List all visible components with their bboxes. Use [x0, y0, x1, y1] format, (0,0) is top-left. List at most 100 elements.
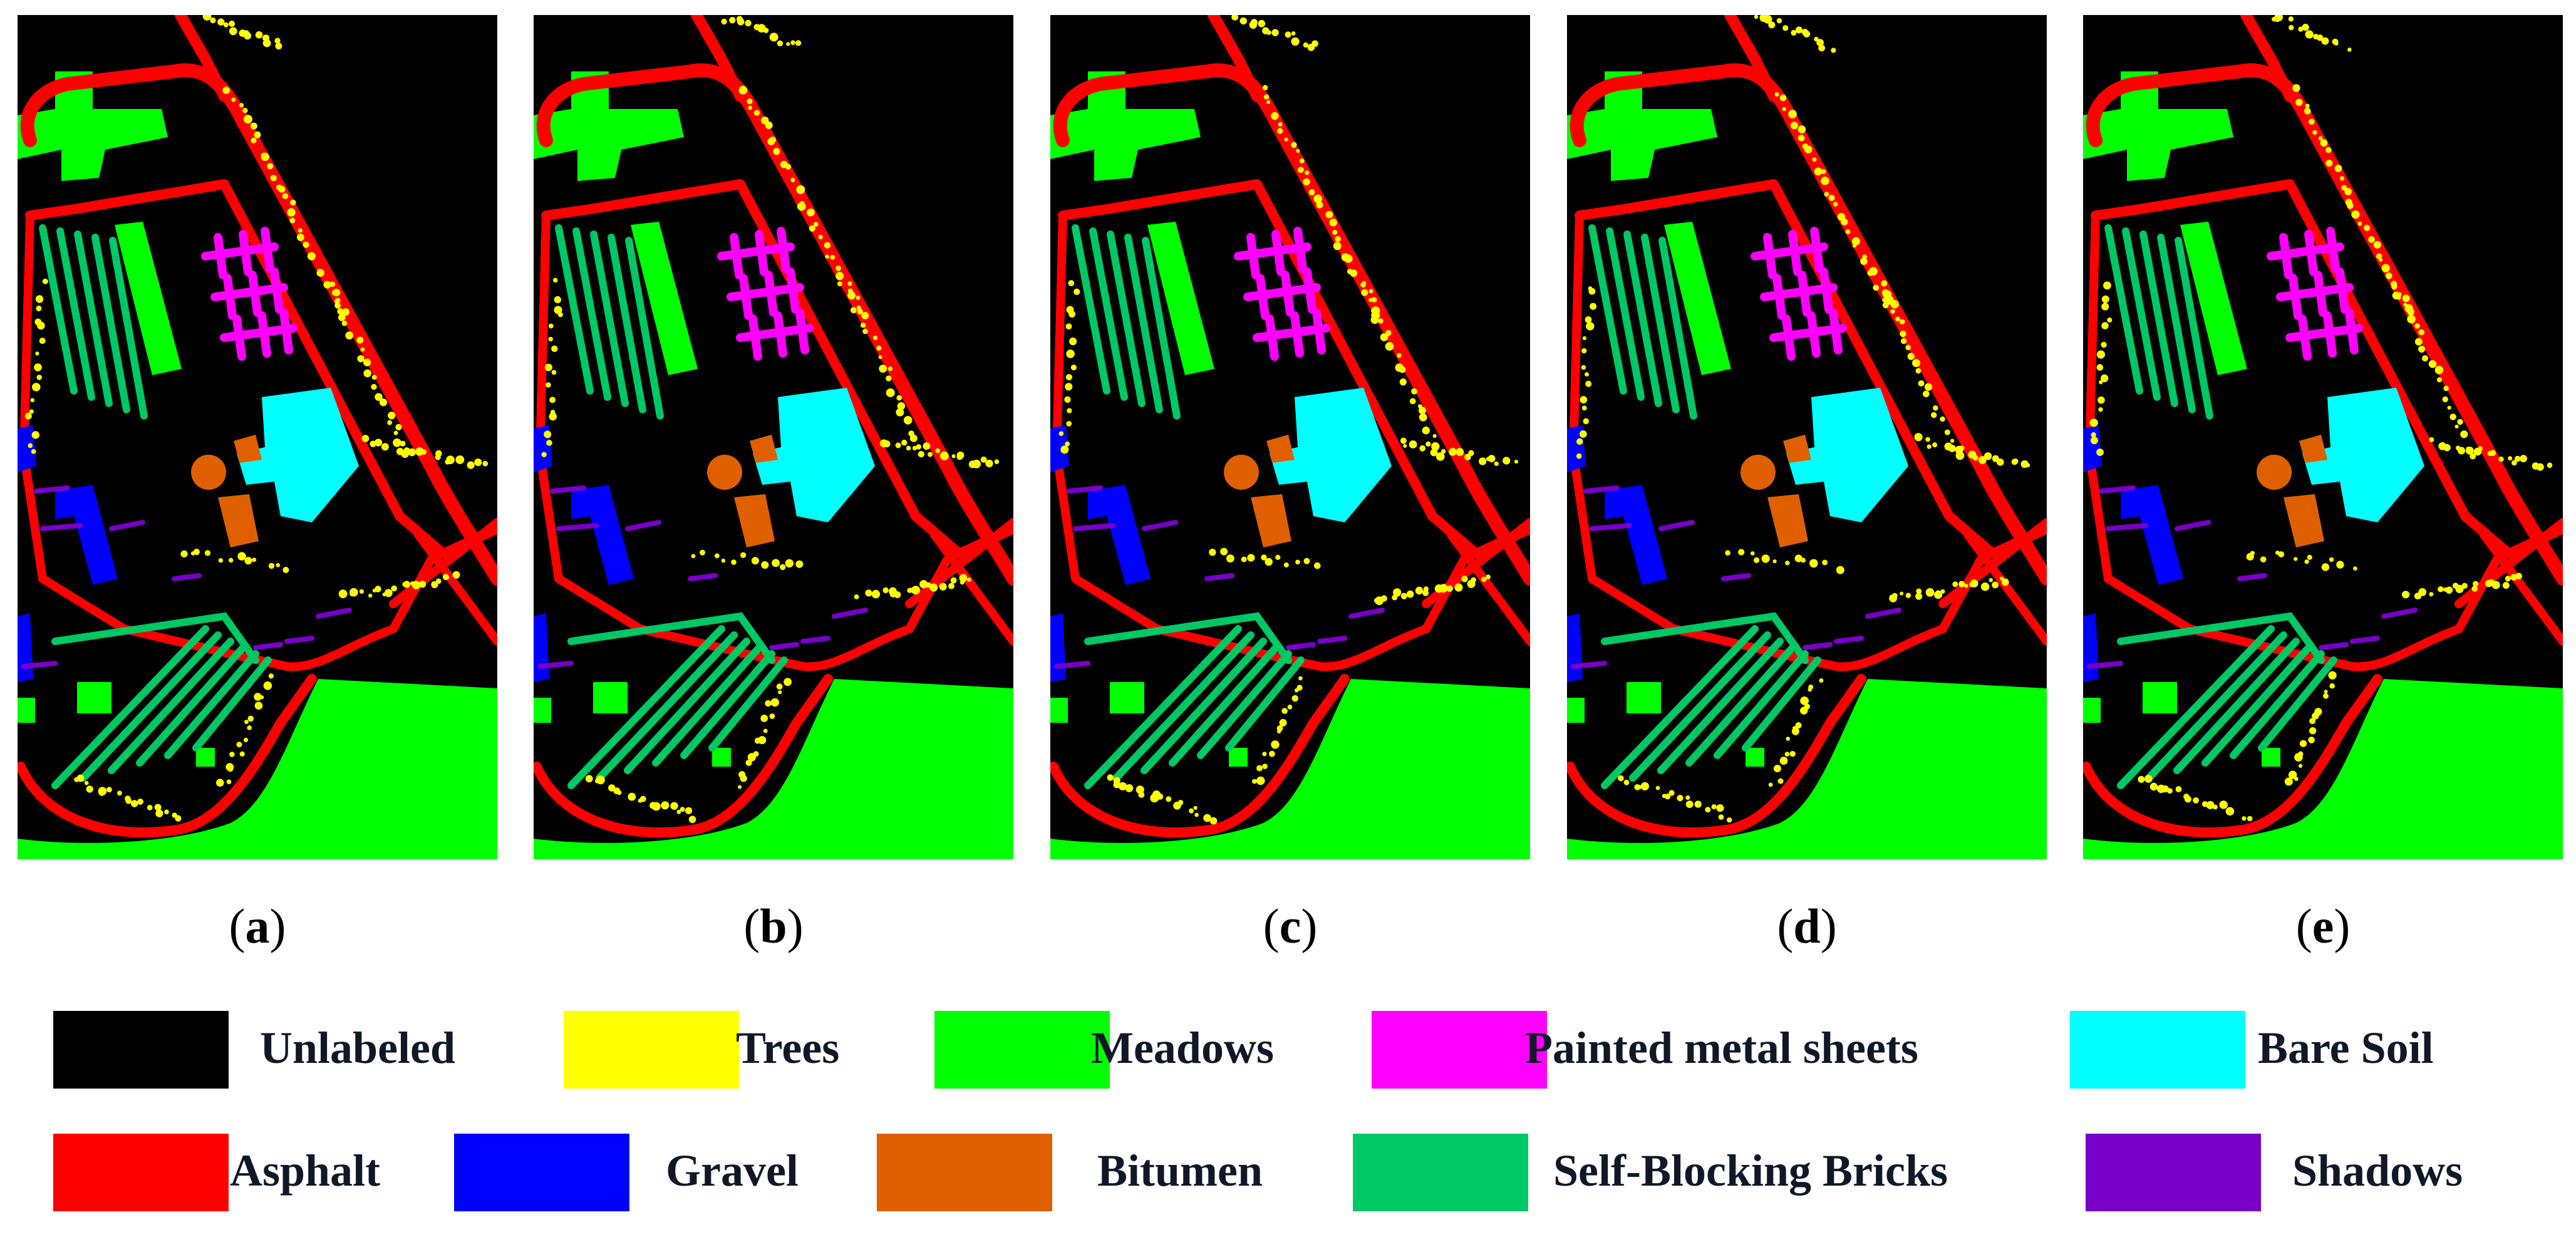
tree: [2096, 350, 2105, 359]
tree: [916, 444, 921, 450]
tree: [813, 222, 819, 227]
asphalt-cross-b: [930, 531, 1013, 646]
tree: [837, 281, 842, 287]
tree: [1411, 388, 1417, 395]
tree: [1296, 148, 1300, 153]
shadow-strip: [1067, 485, 1103, 494]
tree: [2100, 374, 2109, 383]
tree: [338, 314, 346, 321]
tree: [1135, 785, 1144, 794]
shadow-strip: [1571, 661, 1607, 669]
tree: [474, 458, 482, 467]
tree: [548, 336, 553, 342]
tree: [1058, 431, 1064, 437]
tree: [2309, 727, 2317, 735]
tree: [1923, 390, 1930, 398]
tree: [1068, 280, 1075, 286]
tree: [1750, 551, 1755, 556]
tree: [1064, 396, 1071, 403]
tree: [1912, 359, 1920, 368]
tree: [2445, 586, 2453, 594]
tree: [2470, 453, 2476, 460]
tree: [2096, 448, 2104, 456]
shadow-strip: [1803, 642, 1833, 650]
bricks-row: [2173, 638, 2300, 774]
tree: [2404, 304, 2413, 313]
bitumen-circle: [1224, 455, 1259, 490]
tree: [403, 581, 411, 588]
tree: [1368, 298, 1373, 303]
tree: [1905, 344, 1911, 351]
tree: [276, 563, 281, 567]
tree: [1801, 557, 1806, 563]
tree: [1441, 449, 1446, 454]
bricks-row: [2145, 631, 2287, 782]
tree: [384, 589, 393, 598]
tree: [290, 199, 296, 205]
tree: [1776, 18, 1782, 24]
panel-label-c: (c): [1263, 899, 1318, 953]
tree: [714, 553, 720, 559]
tree: [1262, 85, 1268, 91]
tree: [2520, 455, 2527, 463]
tree: [375, 393, 383, 401]
tree: [1209, 549, 1216, 556]
gravel: [1050, 613, 1066, 682]
bricks-row: [1658, 237, 1697, 420]
bricks-row: [1601, 612, 1809, 664]
tree: [1933, 405, 1938, 411]
tree: [371, 375, 377, 380]
legend-swatch: [53, 1134, 229, 1211]
tree: [2461, 582, 2468, 589]
tree: [2402, 294, 2410, 303]
tree: [2107, 318, 2113, 323]
tree: [375, 586, 381, 593]
shadow-strip: [832, 608, 868, 619]
tree: [1782, 25, 1789, 31]
tree: [289, 217, 296, 224]
tree: [956, 453, 963, 460]
asphalt-road-north: [1208, 15, 1263, 102]
shadow-strip: [34, 485, 70, 494]
bricks-row: [708, 656, 788, 752]
tree: [1890, 309, 1895, 314]
bitumen-block: [218, 494, 259, 547]
tree: [2274, 15, 2283, 21]
panel-label-a: (a): [229, 899, 286, 953]
tree: [1378, 318, 1384, 324]
metal-sheet-h: [1234, 227, 1311, 279]
tree: [1419, 445, 1426, 452]
tree: [393, 438, 401, 447]
shadow-strip: [316, 608, 352, 619]
tree: [421, 449, 427, 455]
bricks-row: [1107, 230, 1146, 407]
tree: [1754, 557, 1760, 564]
tree: [1785, 561, 1790, 566]
tree: [557, 312, 563, 318]
tree: [1585, 372, 1589, 377]
tree: [1952, 581, 1958, 587]
tree: [1795, 722, 1802, 729]
tree: [847, 288, 853, 294]
tree: [30, 398, 35, 403]
shadow-strip: [625, 520, 661, 531]
tree: [1852, 243, 1857, 248]
tree: [903, 416, 913, 425]
tree: [2144, 775, 2153, 783]
legend-swatch: [877, 1134, 1052, 1211]
tree: [1774, 92, 1779, 97]
tree: [1790, 122, 1798, 130]
tree: [1924, 383, 1933, 391]
tree: [786, 42, 790, 46]
tree: [1295, 688, 1299, 693]
tree: [721, 18, 727, 25]
legend-swatch: [53, 1011, 229, 1089]
tree: [680, 807, 685, 812]
tree: [994, 459, 1000, 464]
tree: [32, 383, 41, 391]
tree: [552, 277, 558, 283]
tree: [895, 442, 901, 448]
tree: [229, 752, 235, 757]
tree: [879, 365, 887, 373]
bricks-row: [1685, 644, 1796, 767]
